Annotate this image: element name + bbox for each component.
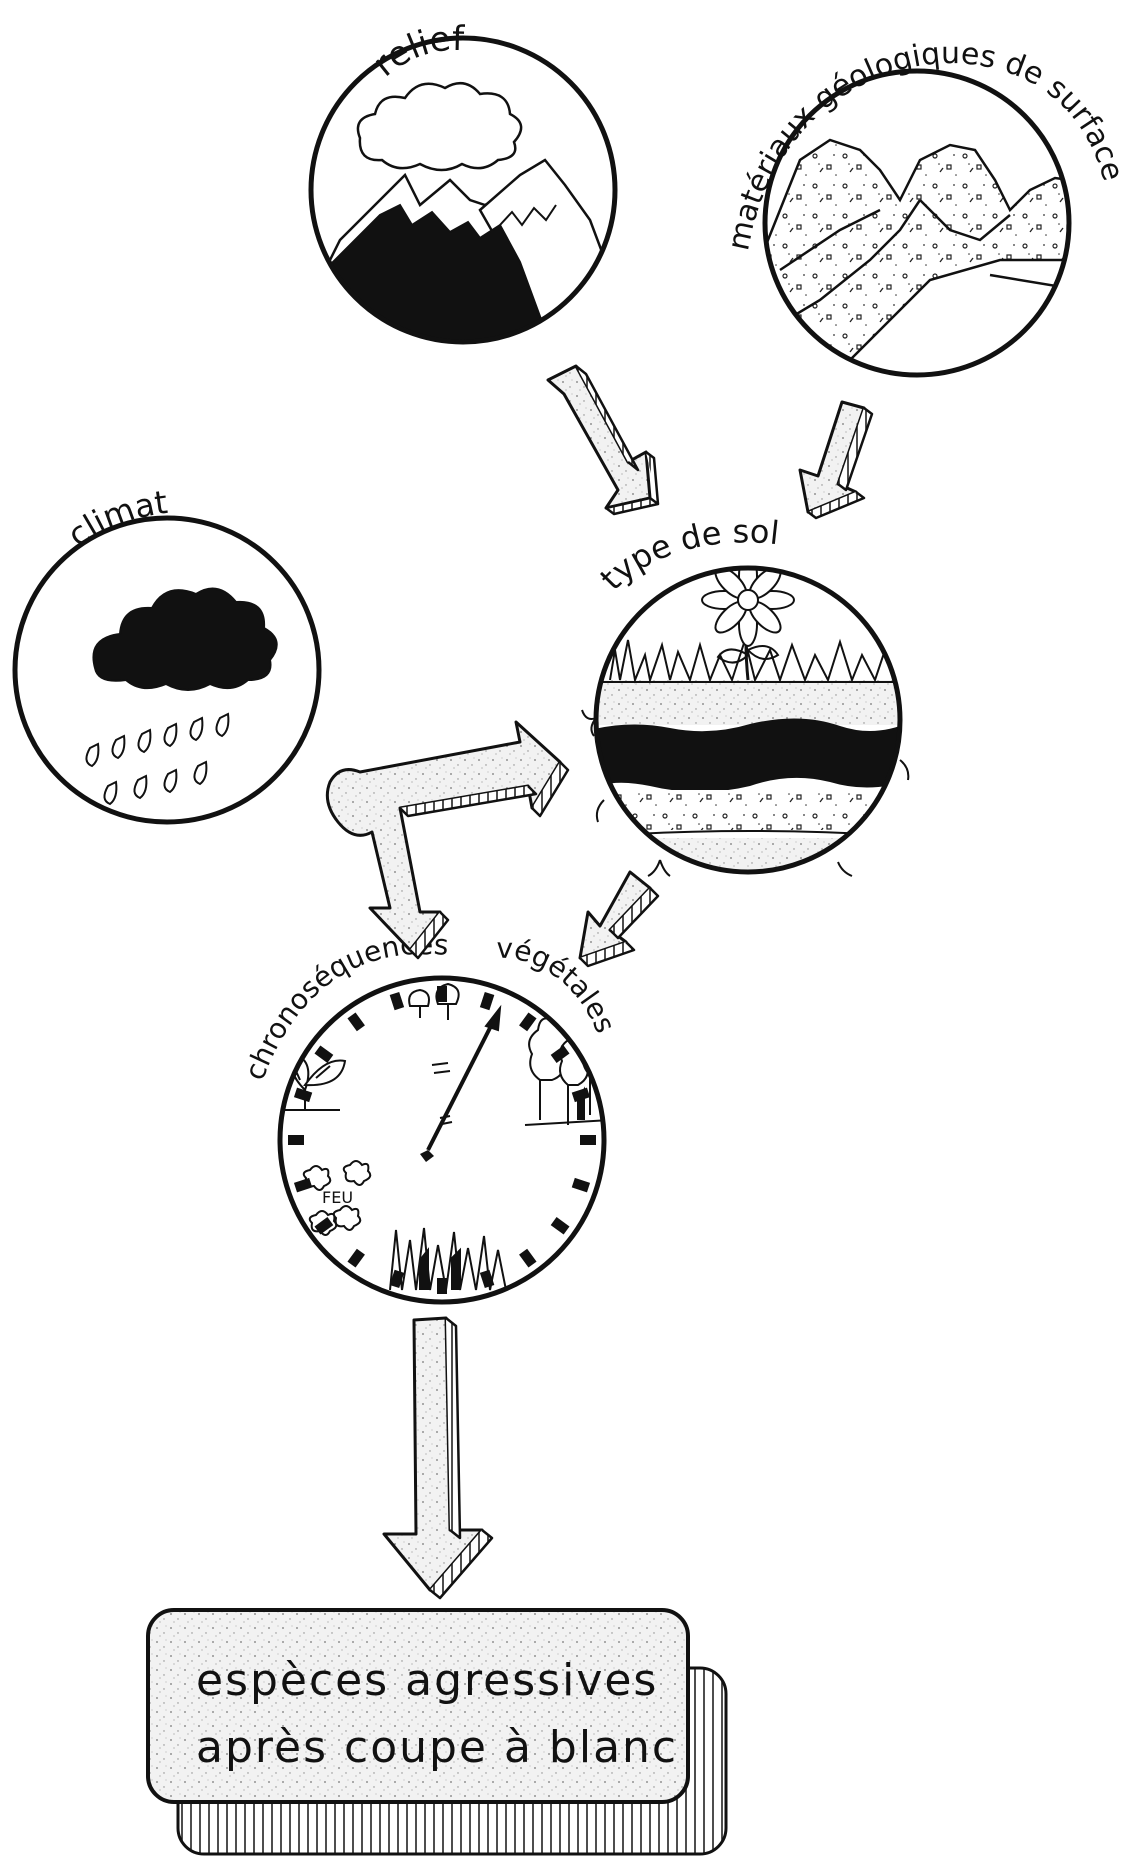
clock-hand [420, 1008, 500, 1162]
clock-tick [480, 992, 494, 1010]
clock-tick [437, 1278, 447, 1294]
clock-tick [480, 1270, 494, 1288]
climate-label: climat [60, 483, 169, 554]
clock-tick [288, 1135, 304, 1145]
chronosequence-node: FEU [238, 928, 622, 1302]
seedling-icon [285, 1054, 345, 1110]
fire-label: FEU [322, 1188, 353, 1207]
clock-tick [314, 1045, 333, 1062]
arrow-relief-to-soil [548, 366, 658, 514]
soil-type-node: type de sol [582, 512, 910, 880]
clock-tick [294, 1088, 312, 1102]
chronosequence-circle [280, 978, 604, 1302]
clock-tick [519, 1012, 536, 1031]
relief-node: relief [300, 19, 630, 345]
clock-tick [580, 1135, 596, 1145]
result-box-front [148, 1610, 688, 1802]
clock-tick [347, 1249, 364, 1268]
arrow-chrono-to-result [384, 1318, 492, 1598]
clock-tick [294, 1178, 312, 1192]
arrow-materials-to-soil [800, 402, 872, 518]
clock-tick [572, 1178, 590, 1192]
result-line-1: espèces agressives [196, 1655, 658, 1706]
clock-tick [551, 1217, 570, 1234]
clock-tick [572, 1088, 590, 1102]
rain-cloud-icon [86, 589, 276, 804]
materials-node: matériaux géologiques de surface [721, 36, 1130, 375]
result-box: espèces agressives après coupe à blanc [148, 1610, 726, 1854]
arrow-climate-to-soil-and-chrono [327, 722, 568, 958]
mountain-icon [300, 83, 630, 345]
climate-node: climat [15, 483, 319, 822]
clock-tick [390, 992, 404, 1010]
clock-tick [437, 986, 447, 1002]
relief-label: relief [366, 19, 466, 85]
clock-tick [519, 1249, 536, 1268]
soil-profile-icon [590, 554, 910, 880]
clock-tick [347, 1012, 364, 1031]
sapling-icon [409, 984, 459, 1020]
result-line-2: après coupe à blanc [196, 1722, 678, 1773]
arrow-soil-to-chrono [580, 872, 658, 966]
